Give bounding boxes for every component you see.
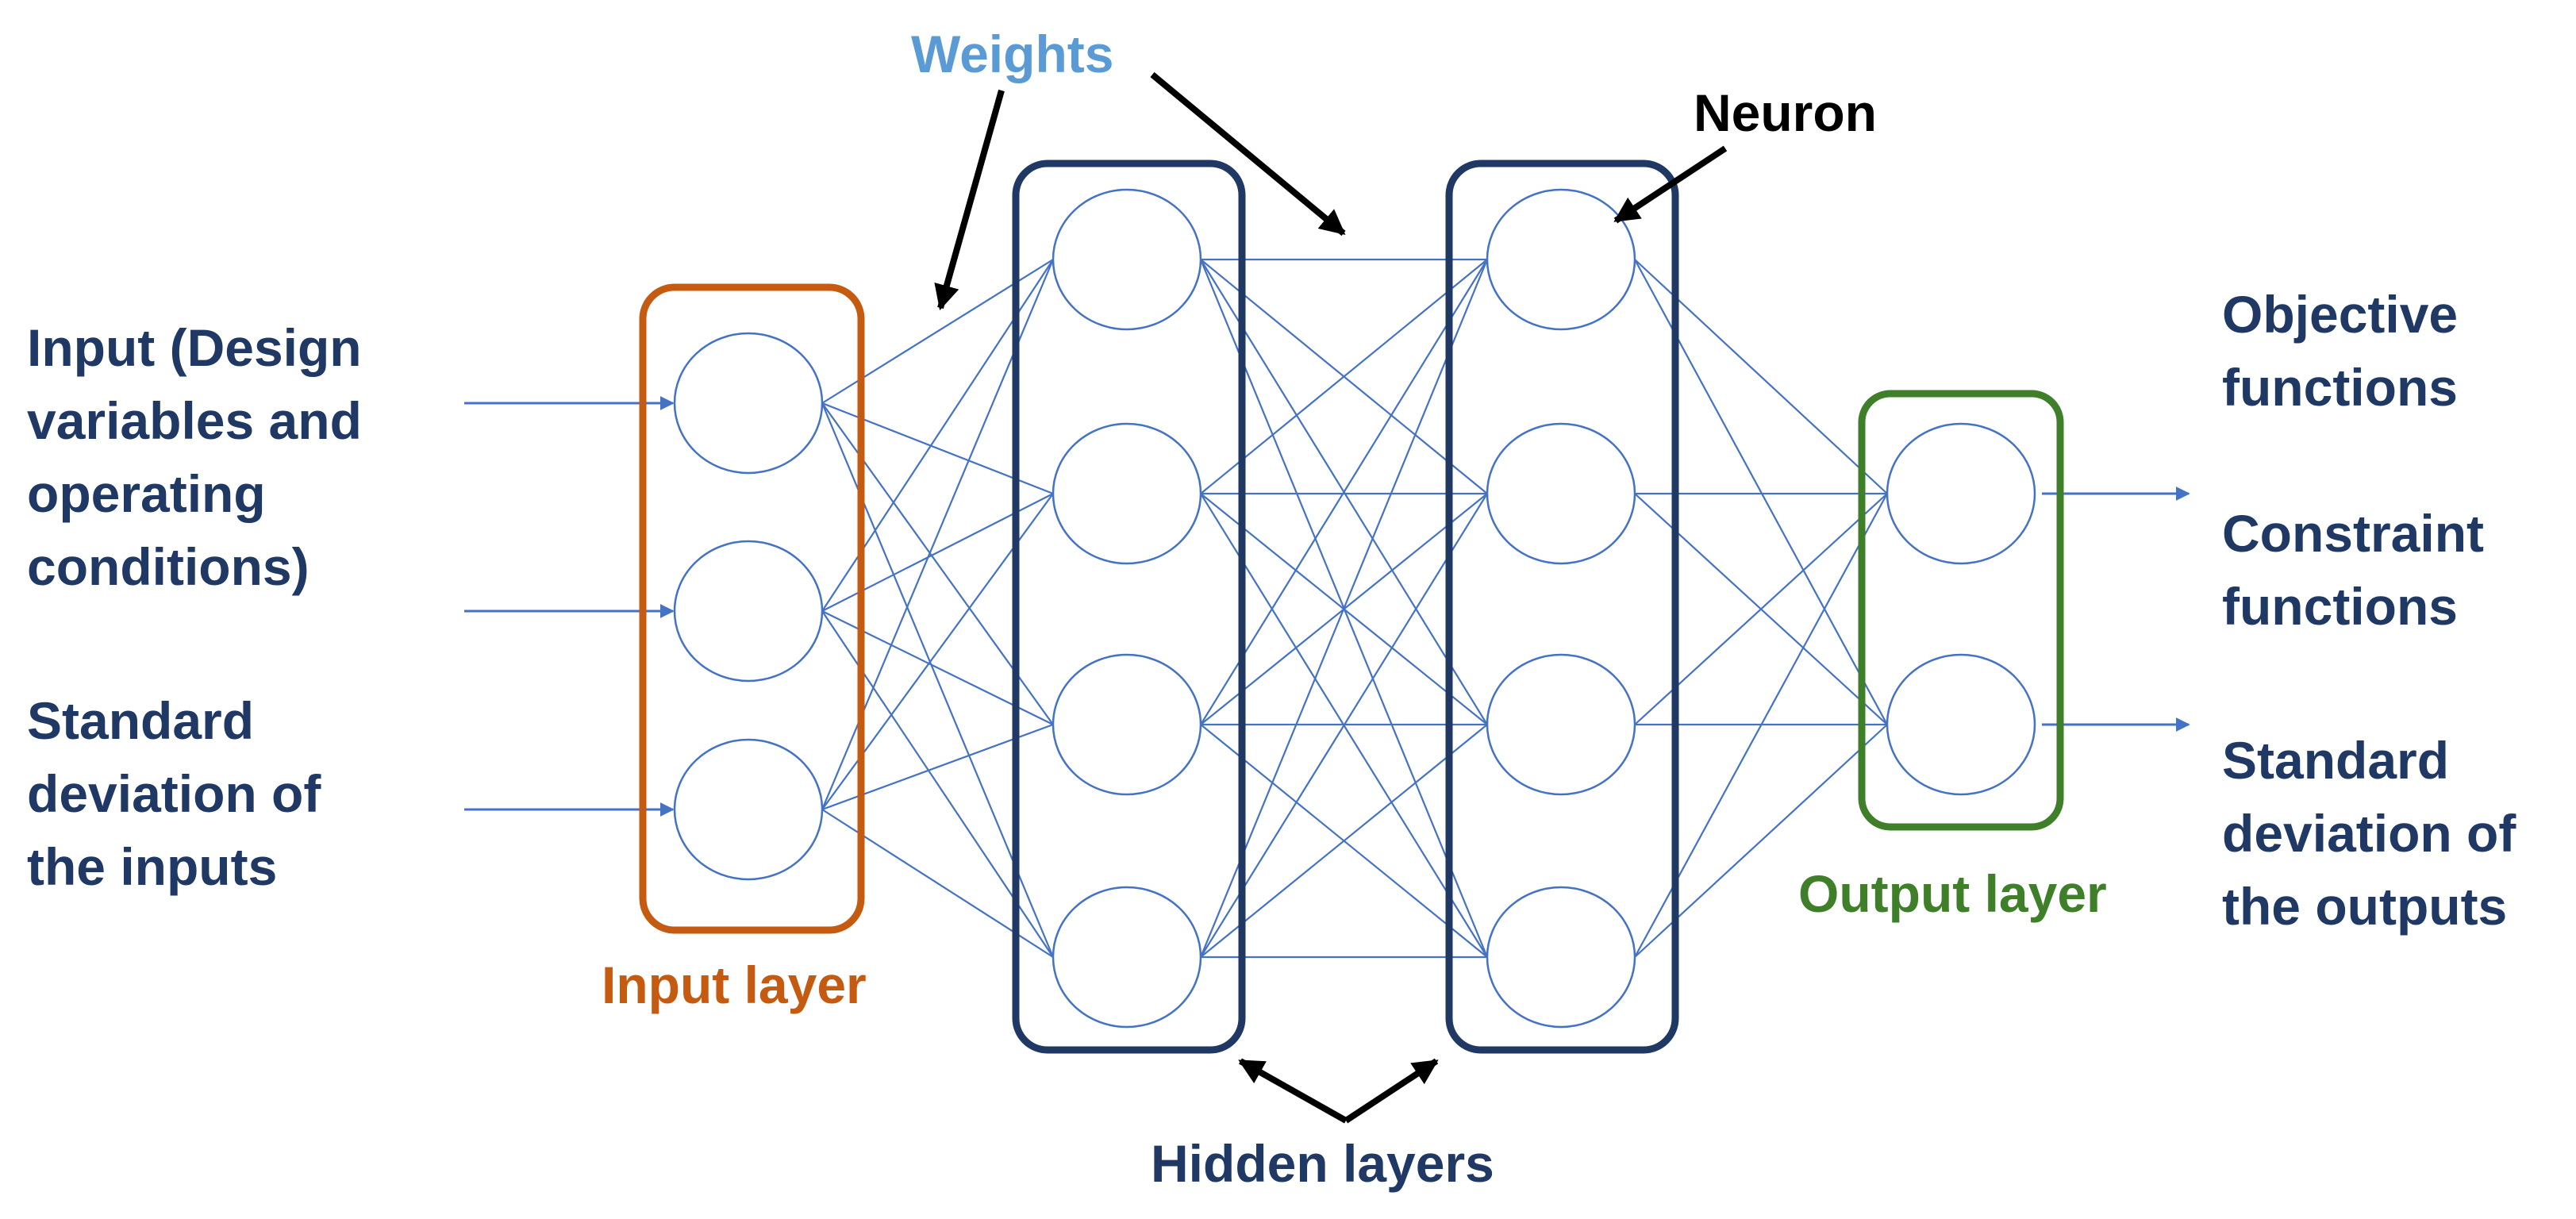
output-description-line: deviation of — [2222, 804, 2516, 863]
weights-pointer-arrow — [934, 89, 1005, 311]
output-arrows — [2042, 486, 2190, 732]
output-description-line: functions — [2222, 577, 2458, 636]
output-description-stddev: Standard deviation of the outputs — [2222, 724, 2516, 943]
input-description-line: Input (Design — [27, 318, 362, 377]
hidden-1-neuron — [1052, 886, 1202, 1029]
weight-connection — [1199, 259, 1489, 958]
weights-pointer-arrow — [1150, 71, 1346, 236]
input-layer-box — [639, 283, 865, 934]
weight-connection — [1200, 724, 1488, 958]
output-layer-box — [1858, 390, 2064, 831]
output-layer-label: Output layer — [1798, 864, 2107, 923]
output-description-line: functions — [2222, 358, 2458, 417]
hidden-2-neuron — [1486, 422, 1636, 565]
hidden-layers-pointer-arrow — [1344, 1058, 1439, 1124]
neuron-pointer-arrow — [1613, 145, 1728, 224]
hidden-2-neuron — [1486, 653, 1636, 796]
weight-connection — [1200, 259, 1488, 494]
input-description-line: Standard — [27, 691, 255, 750]
hidden-2-neuron — [1486, 188, 1636, 331]
output-description-objective: Objective functions — [2222, 278, 2458, 424]
weight-connections — [821, 258, 1888, 959]
output-neuron — [1886, 422, 2036, 565]
output-description-line: Objective — [2222, 285, 2459, 344]
input-layer-label: Input layer — [602, 956, 867, 1014]
pointer-arrows — [934, 71, 1728, 1124]
weight-connection — [1200, 259, 1488, 725]
hidden-layer-1-box — [1012, 160, 1246, 1054]
hidden-layers-pointer-arrow — [1238, 1058, 1348, 1124]
output-description-line: the outputs — [2222, 877, 2508, 936]
hidden-2-neuron — [1486, 886, 1636, 1029]
hidden-layer-2-box — [1445, 160, 1679, 1054]
input-description-line: operating — [27, 464, 266, 523]
input-description-line: conditions) — [27, 537, 310, 596]
input-neuron — [673, 540, 824, 683]
weights-label: Weights — [911, 25, 1114, 83]
output-description-constraint: Constraint functions — [2222, 497, 2484, 643]
output-description-line: Constraint — [2222, 504, 2484, 563]
input-neuron — [673, 332, 824, 475]
hidden-1-neuron — [1052, 653, 1202, 796]
hidden-1-neuron — [1052, 188, 1202, 331]
hidden-layers-label: Hidden layers — [1151, 1134, 1494, 1193]
input-description-line: the inputs — [27, 837, 278, 896]
input-description-line: deviation of — [27, 764, 321, 823]
input-description-line: variables and — [27, 391, 362, 450]
output-neuron — [1886, 653, 2036, 796]
output-description-line: Standard — [2222, 731, 2450, 790]
input-description-design: Input (Design variables and operating co… — [27, 311, 362, 603]
weight-connection — [1200, 493, 1488, 958]
input-arrows — [464, 396, 675, 817]
input-description-stddev: Standard deviation of the inputs — [27, 684, 321, 903]
neuron-label: Neuron — [1694, 83, 1877, 142]
neurons — [673, 188, 2036, 1029]
input-neuron — [673, 738, 824, 881]
hidden-1-neuron — [1052, 422, 1202, 565]
